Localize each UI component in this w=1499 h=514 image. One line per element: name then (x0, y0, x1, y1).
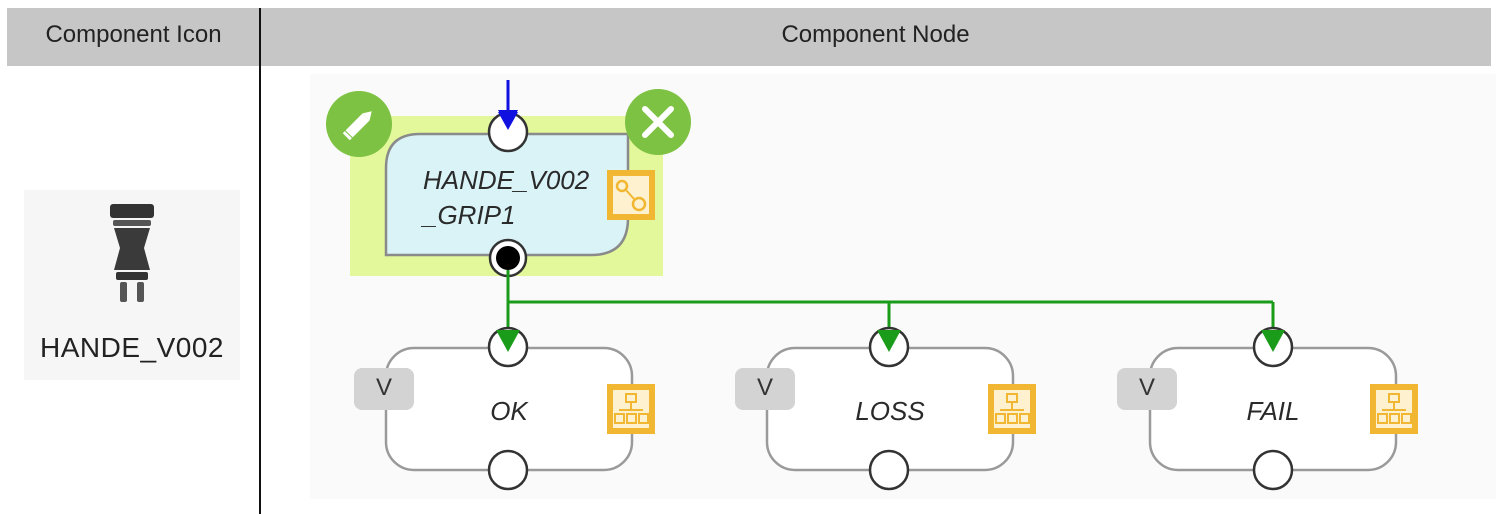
fail-arrow-head (1261, 330, 1285, 352)
branch-connectors (506, 270, 1275, 335)
child-node-loss[interactable] (765, 326, 1036, 491)
main-node-body[interactable] (384, 132, 630, 257)
child-node-fail[interactable] (1148, 326, 1418, 491)
loss-node-label: LOSS (855, 396, 925, 426)
close-icon (642, 106, 674, 138)
ok-arrow-head (496, 330, 520, 352)
input-arrow-tip (498, 112, 518, 130)
table-header: Component Icon Component Node (7, 8, 1491, 66)
main-node-label: HANDE_V002 _GRIP1 (405, 163, 628, 233)
fail-node-label: FAIL (1246, 396, 1300, 426)
loss-variable-badge[interactable]: V (735, 368, 795, 410)
loss-output-port[interactable] (868, 449, 910, 491)
loss-arrow-head (877, 330, 901, 352)
edit-button[interactable] (326, 91, 392, 157)
child-node-ok[interactable] (384, 326, 655, 491)
ok-output-port[interactable] (487, 449, 529, 491)
main-node-label-line2: _GRIP1 (423, 200, 516, 230)
column-divider (259, 8, 261, 514)
ok-node-label: OK (490, 396, 528, 426)
column-header-icon: Component Icon (45, 21, 222, 48)
ok-variable-badge[interactable]: V (354, 368, 414, 410)
gripper-config-icon[interactable] (607, 170, 655, 220)
fail-output-port[interactable] (1252, 449, 1294, 491)
fail-variable-badge[interactable]: V (1117, 368, 1177, 410)
delete-button[interactable] (625, 89, 691, 155)
component-name: HANDE_V002 (40, 332, 224, 363)
main-output-port-dot (496, 246, 520, 270)
column-header-node: Component Node (781, 21, 970, 48)
gripper-icon (110, 204, 154, 302)
pencil-icon (342, 111, 372, 141)
main-node-label-line1: HANDE_V002 (423, 165, 590, 195)
